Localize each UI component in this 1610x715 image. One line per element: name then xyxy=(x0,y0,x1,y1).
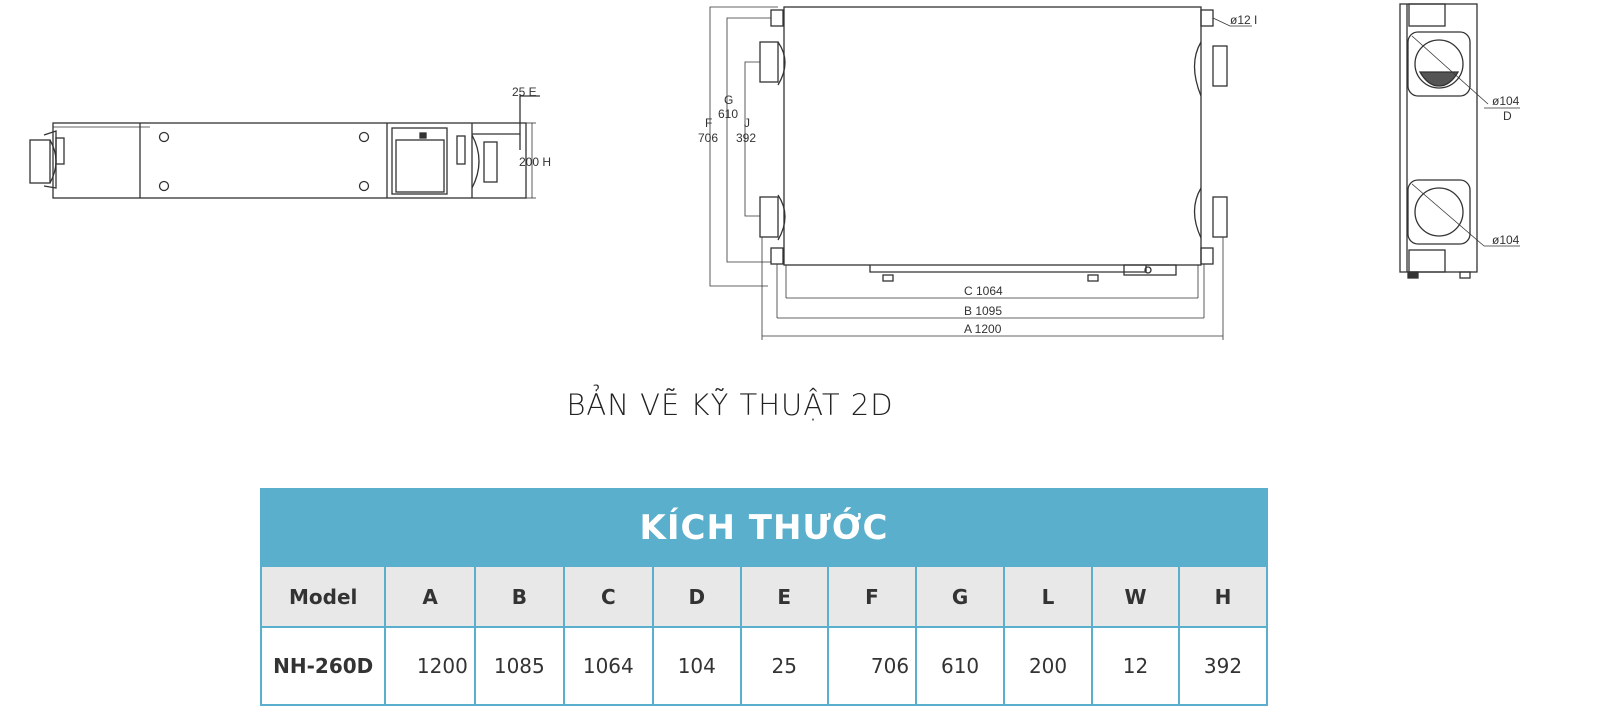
col-header-e: E xyxy=(739,565,829,628)
dim-d-bottom-label: ø104 xyxy=(1492,233,1520,247)
dim-h-label: 200 H xyxy=(519,155,551,169)
col-header-l: L xyxy=(1003,565,1094,628)
dim-f-label: F xyxy=(705,116,712,130)
cell-w: 12 xyxy=(1091,626,1180,706)
dim-g-value: 610 xyxy=(718,107,738,121)
cell-c: 1064 xyxy=(562,626,654,706)
cell-model: NH-260D xyxy=(259,626,387,706)
col-header-c: C xyxy=(562,565,654,628)
technical-drawing: 25 E 200 H xyxy=(29,3,1520,340)
dim-c-label: C 1064 xyxy=(964,284,1003,298)
dim-d-label: D xyxy=(1503,109,1512,123)
table-header-row: Model A B C D E F G L W H xyxy=(259,565,1269,628)
cell-e: 25 xyxy=(739,626,829,706)
page-title: BẢN VẼ KỸ THUẬT 2D xyxy=(566,388,894,422)
dim-d-top-label: ø104 xyxy=(1492,94,1520,108)
side-elevation-view xyxy=(1399,3,1520,279)
dim-f-value: 706 xyxy=(698,131,718,145)
dim-i-label: ø12 I xyxy=(1230,13,1257,27)
cell-f: 706 xyxy=(826,626,918,706)
dim-j-value: 392 xyxy=(736,131,756,145)
cell-b: 1085 xyxy=(473,626,565,706)
dim-a-label: A 1200 xyxy=(964,322,1002,336)
cell-l: 200 xyxy=(1003,626,1094,706)
col-header-f: F xyxy=(826,565,918,628)
mounting-bolt-icon xyxy=(158,131,370,192)
table-row: NH-260D 1200 1085 1064 104 25 706 610 20… xyxy=(259,626,1269,706)
col-header-model: Model xyxy=(259,565,387,628)
cell-a: 1200 xyxy=(384,626,476,706)
front-elevation-view xyxy=(29,95,540,199)
table-heading: KÍCH THƯỚC xyxy=(260,488,1268,567)
dim-e-label: 25 E xyxy=(512,85,537,99)
col-header-g: G xyxy=(915,565,1006,628)
col-header-a: A xyxy=(384,565,476,628)
col-header-h: H xyxy=(1177,565,1269,628)
dim-j-label: J xyxy=(744,116,750,130)
top-plan-view xyxy=(709,6,1252,340)
col-header-w: W xyxy=(1091,565,1180,628)
dim-g-label: G xyxy=(724,93,733,107)
dimensions-table: KÍCH THƯỚC Model A B C D E F G L W H NH-… xyxy=(259,488,1269,706)
col-header-b: B xyxy=(473,565,565,628)
cell-g: 610 xyxy=(915,626,1006,706)
cell-h: 392 xyxy=(1177,626,1269,706)
cell-d: 104 xyxy=(651,626,742,706)
dim-b-label: B 1095 xyxy=(964,304,1002,318)
col-header-d: D xyxy=(651,565,742,628)
